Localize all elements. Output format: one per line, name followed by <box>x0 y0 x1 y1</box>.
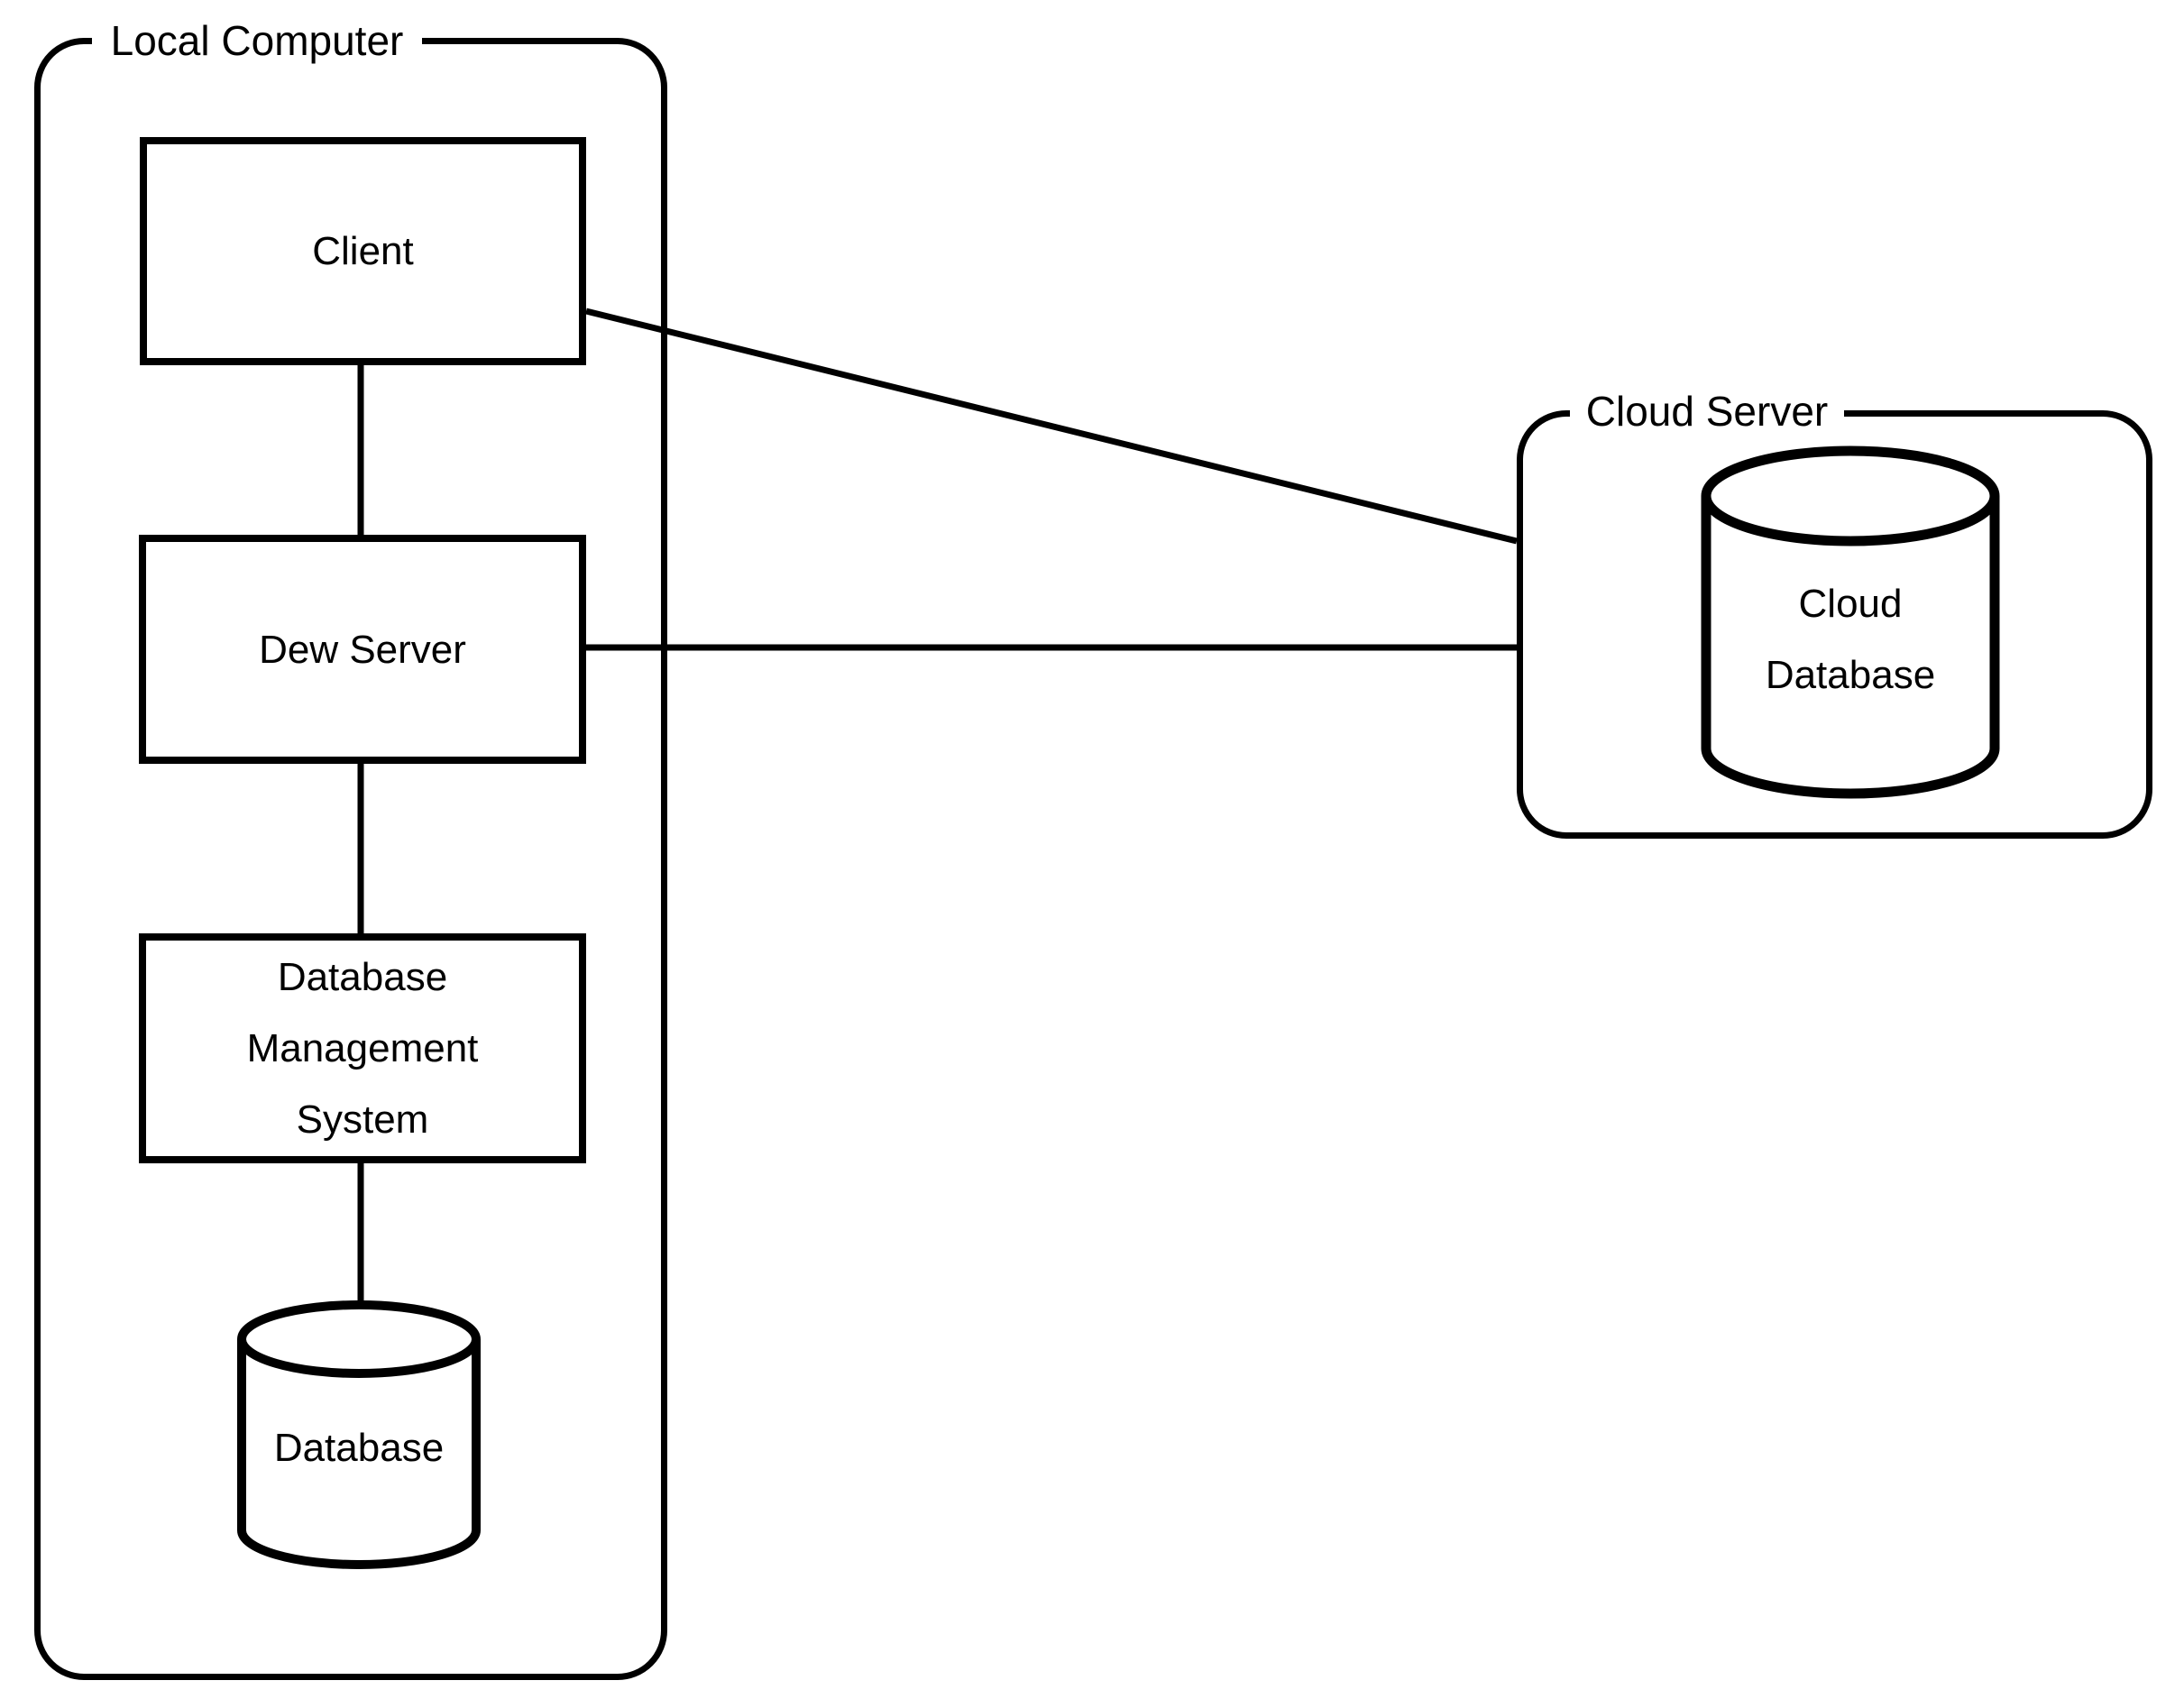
database-label: Database <box>273 1426 445 1470</box>
cloud-database-cylinder-body <box>1701 496 2000 799</box>
cloud-server-title: Cloud Server <box>1570 388 1844 435</box>
cloud-database-label: Cloud Database <box>1765 582 1936 698</box>
database-cylinder-icon <box>237 1300 481 1569</box>
edge-client-cloud-server <box>585 308 1518 545</box>
node-dbms: Database Management System <box>139 933 586 1163</box>
node-client-label: Client <box>312 229 414 273</box>
node-dew-server: Dew Server <box>139 535 586 764</box>
cloud-database-cylinder-lid <box>1701 445 2000 546</box>
node-client: Client <box>140 137 586 365</box>
node-dew-server-label: Dew Server <box>259 627 466 672</box>
database-cylinder-lid <box>237 1300 481 1378</box>
node-dbms-label: Database Management System <box>246 954 479 1143</box>
local-computer-title: Local Computer <box>92 17 422 64</box>
database-cylinder-body <box>237 1339 481 1569</box>
cloud-database-cylinder-icon <box>1701 445 2000 799</box>
